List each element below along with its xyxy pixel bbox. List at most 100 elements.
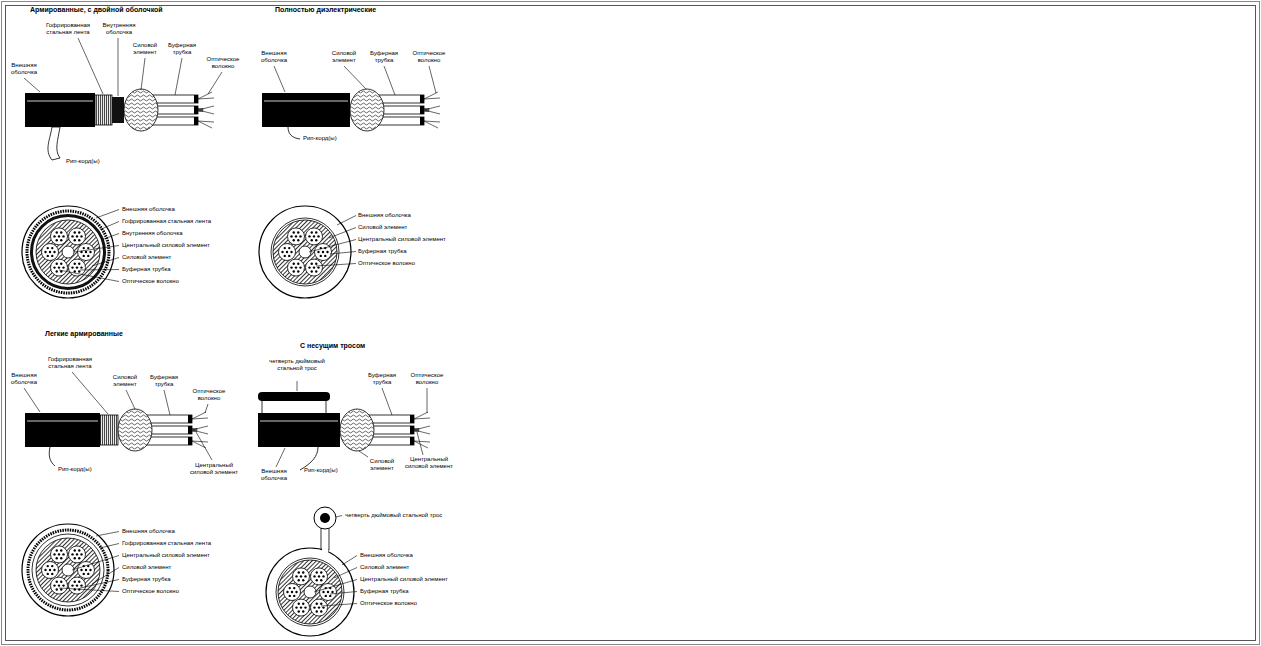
part-label: Рип-корд(ы) — [58, 466, 118, 473]
leader-line — [24, 38, 222, 96]
panel-title: Легкие армированные — [45, 330, 245, 338]
part-label: Оптическое волокно — [122, 588, 232, 595]
messenger-cable-side — [260, 421, 338, 422]
part-label: Силовой элемент — [364, 458, 400, 472]
messenger-cable-side — [340, 409, 430, 451]
part-label: Внешняя оболочка — [360, 552, 458, 559]
armored-cable-side — [25, 89, 214, 160]
part-label: Внешняя оболочка — [256, 50, 292, 64]
dielectric-cable-side — [262, 89, 440, 139]
leader-line — [314, 516, 357, 607]
part-label: Гофрированная стальная лента — [42, 22, 94, 36]
part-label: Силовой элемент — [128, 42, 162, 56]
light-armored-cable-side — [100, 415, 118, 445]
part-label: Рип-корд(ы) — [66, 158, 126, 165]
part-label: Рип-корд(ы) — [303, 135, 363, 142]
part-label: Силовой элемент — [122, 564, 232, 571]
part-label: Силовой элемент — [360, 564, 458, 571]
armored-cable-side — [124, 89, 214, 131]
panel-title: Армированные, с двойной оболочкой — [30, 6, 250, 14]
part-label: Внешняя оболочка — [122, 528, 232, 535]
light-armored-cable-section — [22, 524, 114, 616]
part-label: Силовой элемент — [108, 374, 142, 388]
part-label: Силовой элемент — [122, 254, 232, 261]
dielectric-cable-section — [259, 206, 351, 298]
part-label: Центральный силовой элемент — [122, 552, 232, 559]
armored-cable-side — [95, 95, 112, 125]
light-armored-cable-section — [36, 538, 100, 602]
part-label: Внешняя оболочка — [6, 372, 42, 386]
armored-cable-side — [27, 101, 93, 102]
messenger-cable-section — [320, 513, 330, 523]
dielectric-cable-section — [271, 218, 339, 286]
leader-line — [24, 38, 436, 606]
page-frame — [6, 6, 1256, 641]
light-armored-cable-section — [28, 530, 108, 610]
part-label: Центральный силовой элемент — [360, 576, 458, 583]
part-label: Гофрированная стальная лента — [122, 218, 232, 225]
part-label: Буферная трубка — [366, 50, 402, 64]
armored-cable-side — [112, 97, 124, 123]
dielectric-cable-side — [262, 93, 350, 127]
armored-cable-section — [22, 206, 114, 298]
messenger-cable-section — [322, 546, 328, 552]
leader-line — [309, 216, 356, 267]
messenger-cable-section — [278, 560, 342, 624]
dielectric-cable-side — [288, 127, 300, 139]
part-label: Внешняя оболочка — [122, 206, 232, 213]
part-label: Внутренняя оболочка — [98, 22, 140, 36]
part-label: Гофрированная стальная лента — [44, 356, 96, 370]
leader-line — [276, 381, 427, 467]
messenger-cable-side — [258, 413, 340, 447]
leader-line — [24, 372, 212, 460]
light-armored-cable-side — [49, 447, 55, 466]
light-armored-cable-section — [32, 534, 104, 606]
part-label: Внутренняя оболочка — [122, 230, 232, 237]
part-label: Буферная трубка — [360, 588, 458, 595]
armored-cable-side — [48, 127, 60, 160]
part-label: Силовой элемент — [358, 224, 458, 231]
part-label: Внешняя оболочка — [6, 62, 42, 76]
messenger-cable-side — [258, 392, 330, 401]
part-label: Буферная трубка — [364, 372, 400, 386]
messenger-cable-side — [258, 392, 430, 470]
part-label: Оптическое волокно — [358, 260, 458, 267]
part-label: четверть дюймовый стальной трос — [345, 512, 457, 519]
leader-line — [59, 210, 119, 282]
part-label: Рип-корд(ы) — [304, 467, 364, 474]
light-armored-cable-section — [22, 524, 114, 616]
part-label: четверть дюймовый стальной трос — [266, 358, 328, 372]
dielectric-cable-section — [259, 206, 351, 298]
part-label: Центральный силовой элемент — [122, 242, 232, 249]
part-label: Буферная трубка — [122, 266, 232, 273]
messenger-cable-side — [262, 400, 326, 414]
leader-line — [274, 66, 436, 95]
dielectric-cable-side — [264, 101, 348, 102]
dielectric-cable-section — [273, 220, 337, 284]
armored-cable-section — [22, 206, 114, 298]
light-armored-cable-side — [25, 409, 208, 466]
armored-cable-section — [36, 220, 100, 284]
part-label: Буферная трубка — [164, 42, 200, 56]
part-label: Гофрированная стальная лента — [122, 540, 232, 547]
part-label: Оптическое волокно — [404, 372, 450, 386]
part-label: Центральный силовой элемент — [404, 456, 454, 470]
light-armored-cable-side — [25, 413, 100, 447]
armored-cable-section — [27, 211, 109, 293]
part-label: Центральный силовой элемент — [186, 462, 242, 476]
panel-title: С несущим тросом — [300, 342, 460, 350]
part-label: Внешняя оболочка — [358, 212, 458, 219]
light-armored-cable-side — [27, 421, 98, 422]
messenger-cable-section — [266, 507, 354, 636]
armored-cable-side — [25, 93, 95, 127]
messenger-cable-section — [266, 548, 354, 636]
panel-title: Полностью диэлектрические — [275, 6, 475, 14]
messenger-cable-section — [276, 558, 344, 626]
dielectric-cable-side — [350, 89, 440, 131]
part-label: Буферная трубка — [358, 248, 458, 255]
